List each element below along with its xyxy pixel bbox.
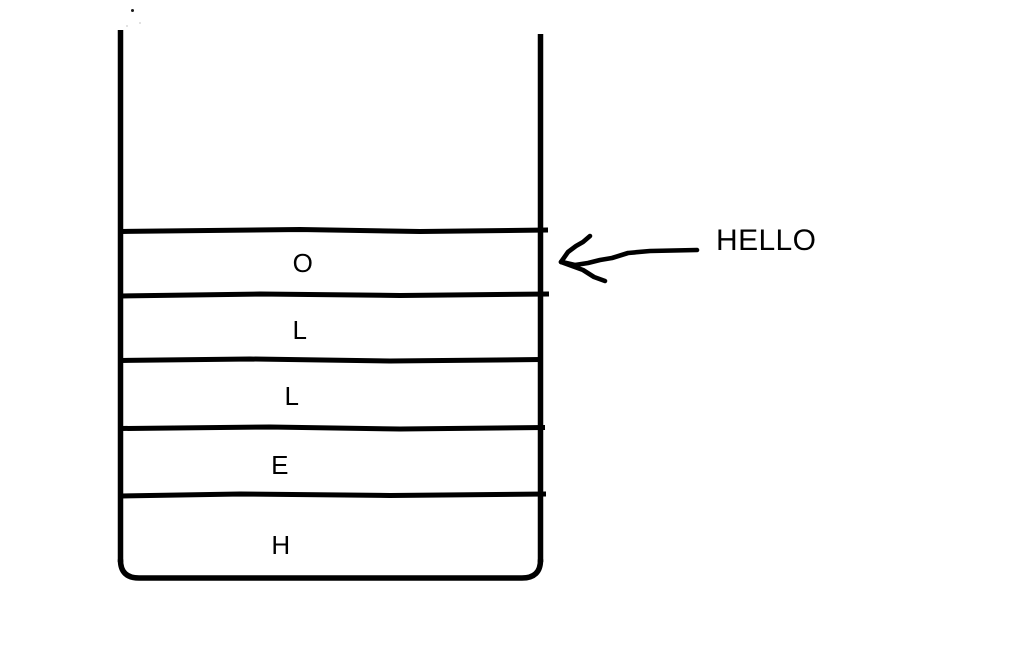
stack-cell-letter-4: L bbox=[292, 315, 308, 345]
callout-arrow-barb-upper bbox=[558, 233, 593, 265]
stack-cell-letter-3: L bbox=[284, 381, 300, 411]
stack-divider-o-bottom bbox=[120, 291, 550, 299]
stack-cell-letter-bottom: H bbox=[271, 530, 291, 560]
callout-label-hello: HELLO bbox=[716, 224, 817, 257]
callout-arrow-shaft bbox=[559, 247, 700, 268]
stack-divider-e-bottom bbox=[120, 491, 547, 499]
stack-cell-letter-top: O bbox=[292, 248, 314, 278]
stack-cell-letter-2: E bbox=[271, 450, 289, 480]
stack-bottom-base bbox=[117, 557, 544, 581]
ink-speck-3 bbox=[139, 22, 141, 24]
stack-divider-l2-bottom bbox=[120, 424, 546, 432]
ink-speck-1 bbox=[131, 9, 134, 12]
stack-divider-l-bottom bbox=[120, 356, 542, 364]
ink-speck-2 bbox=[126, 25, 128, 27]
stack-divider-o-top bbox=[120, 226, 549, 235]
callout-arrow-barb-lower bbox=[558, 259, 608, 284]
